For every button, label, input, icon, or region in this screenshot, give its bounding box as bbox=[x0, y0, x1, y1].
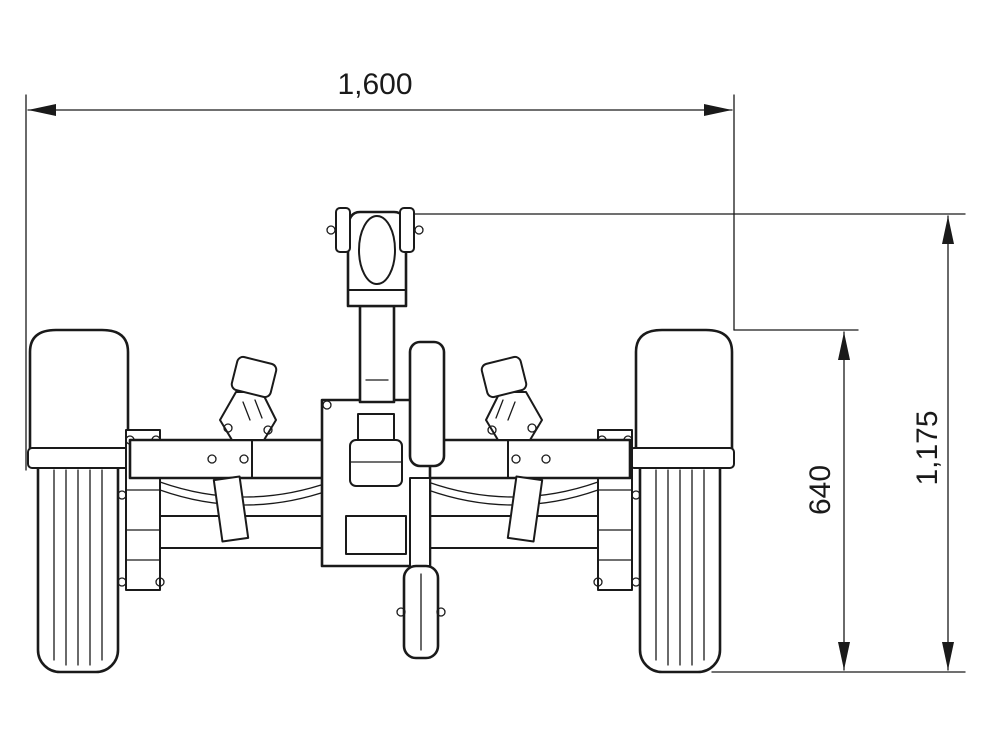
overall-height-dimension: 1,175 bbox=[409, 213, 966, 673]
left-hull-support bbox=[212, 355, 278, 543]
right-hull-support bbox=[480, 355, 544, 543]
width-label: 1,600 bbox=[337, 68, 412, 101]
wheel-height-dimension: 640 bbox=[733, 329, 859, 671]
hitch-coupler bbox=[349, 439, 403, 487]
width-arrow-left bbox=[28, 104, 56, 116]
left-fender bbox=[28, 328, 130, 454]
left-hull-pad bbox=[230, 355, 278, 399]
right-support-post bbox=[506, 475, 544, 543]
jockey-wheel-stem bbox=[409, 477, 431, 569]
left-tyre-tread bbox=[53, 469, 103, 666]
right-fender-skirt bbox=[629, 447, 735, 469]
winch-bracket-left bbox=[335, 207, 351, 253]
winch-bracket-right bbox=[399, 207, 415, 253]
wheel-height-arrow-bottom bbox=[838, 642, 850, 670]
left-fender-skirt bbox=[27, 447, 131, 469]
width-dimension: 1,600 bbox=[25, 68, 735, 471]
right-tyre-tread bbox=[655, 469, 705, 666]
right-fender bbox=[634, 328, 734, 454]
right-wheel-assembly bbox=[593, 328, 735, 674]
jockey-wheel-disc bbox=[408, 340, 446, 468]
wheel-height-arrow-top bbox=[838, 332, 850, 360]
winch-upright bbox=[358, 304, 396, 404]
width-arrow-right bbox=[704, 104, 732, 116]
overall-height-arrow-bottom bbox=[942, 642, 954, 670]
winch-bow-roller bbox=[358, 215, 396, 285]
overall-height-arrow-top bbox=[942, 216, 954, 244]
jockey-wheel bbox=[396, 340, 446, 660]
overall-height-label: 1,175 bbox=[911, 410, 944, 485]
right-hull-pad bbox=[480, 355, 528, 399]
coupler-housing bbox=[345, 515, 407, 555]
coupler-neck bbox=[357, 413, 395, 441]
left-support-post bbox=[212, 475, 250, 543]
wheel-height-label: 640 bbox=[804, 465, 837, 515]
left-wheel-assembly bbox=[27, 328, 165, 674]
